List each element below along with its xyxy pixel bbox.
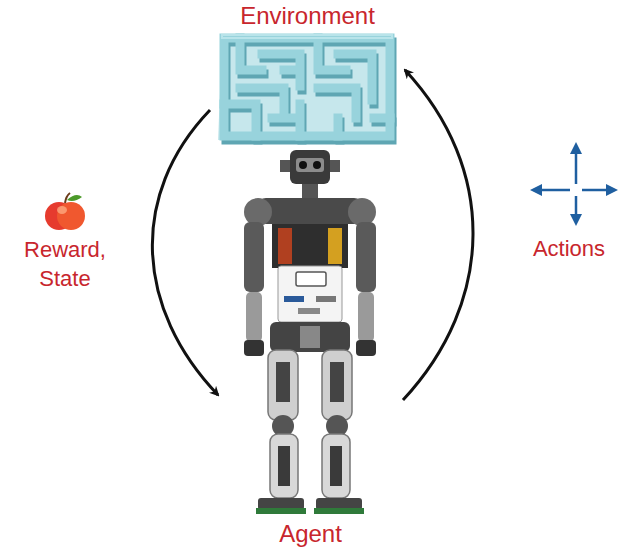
robot-picture-part xyxy=(278,266,342,322)
robot-picture-part xyxy=(290,150,330,184)
robot-picture-part xyxy=(313,161,321,169)
robot-picture-part xyxy=(356,340,376,356)
robot-picture-part xyxy=(258,198,362,224)
apple-icon-part xyxy=(57,202,85,230)
robot-picture-part xyxy=(296,272,326,286)
actions-arrow xyxy=(403,70,473,400)
robot-picture-part xyxy=(276,362,290,402)
robot-picture-part xyxy=(278,228,292,264)
robot-picture-part xyxy=(246,292,262,342)
edge-label: Actions xyxy=(519,235,619,264)
robot-picture-part xyxy=(244,340,264,356)
robot-picture-part xyxy=(356,222,376,292)
direction-cross-icon xyxy=(530,142,618,226)
direction-cross-icon-part xyxy=(575,150,578,184)
robot-picture-part xyxy=(348,198,376,226)
robot-picture xyxy=(244,150,376,514)
maze-picture-part-part xyxy=(222,35,392,38)
direction-cross-icon-part xyxy=(538,189,570,192)
node-title: Agent xyxy=(279,520,342,548)
robot-picture-part xyxy=(330,446,342,486)
robot-picture-part xyxy=(284,296,304,302)
robot-picture-part xyxy=(322,350,352,420)
robot-picture-part xyxy=(296,158,324,172)
robot-picture-part xyxy=(302,184,318,200)
maze-picture-part-part xyxy=(224,38,390,136)
node-title: Environment xyxy=(240,2,375,30)
reward-state-arrow xyxy=(152,110,218,395)
robot-picture-part xyxy=(244,198,272,226)
robot-picture-part xyxy=(299,161,307,169)
robot-picture-part xyxy=(256,508,306,514)
robot-picture-part xyxy=(280,160,290,172)
direction-cross-icon-part xyxy=(582,189,610,192)
edge-label: Reward, State xyxy=(15,236,115,293)
environment-node: Environment xyxy=(210,2,405,145)
robot-picture-part xyxy=(270,434,298,498)
apple-icon-part xyxy=(57,206,67,214)
robot-picture-part xyxy=(244,222,264,292)
apple-icon-part xyxy=(67,195,82,201)
robot-picture-part xyxy=(322,434,350,498)
direction-cross-icon-part xyxy=(570,142,582,154)
robot-picture-part xyxy=(272,224,348,268)
robot-picture-part xyxy=(298,308,320,314)
robot-picture-part xyxy=(300,326,320,348)
robot-picture-part xyxy=(316,296,336,302)
maze-picture xyxy=(218,35,396,140)
robot-picture-part xyxy=(268,350,298,420)
robot-picture-part xyxy=(328,228,342,264)
apple-icon xyxy=(45,193,85,230)
robot-picture-part xyxy=(278,446,290,486)
maze-picture-part xyxy=(222,35,392,38)
agent-node: Agent xyxy=(218,148,403,550)
maze-picture-part xyxy=(224,38,390,136)
robot-picture-part xyxy=(358,292,374,342)
direction-cross-icon-part xyxy=(570,214,582,226)
robot-picture-part xyxy=(270,322,350,352)
apple-icon-part xyxy=(65,193,70,203)
maze-picture-part-part xyxy=(224,38,390,136)
robot-picture-part xyxy=(330,362,344,402)
robot-picture-part xyxy=(314,508,364,514)
robot-picture-part xyxy=(330,160,340,172)
direction-cross-icon-part xyxy=(606,184,618,196)
direction-cross-icon-part xyxy=(530,184,542,196)
